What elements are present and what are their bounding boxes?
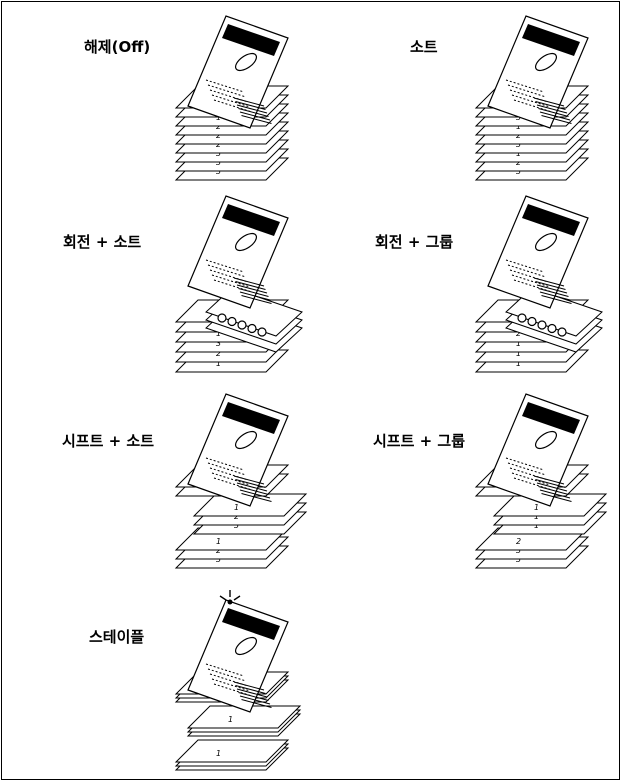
photo-band [222, 402, 280, 434]
sheet [186, 705, 302, 729]
front-page [187, 393, 289, 507]
thumbnail-mark [237, 320, 247, 330]
illustration-off: 333222111 [174, 15, 290, 181]
car-graphic [234, 636, 258, 656]
front-page [487, 393, 589, 507]
label-shift-group: 시프트 + 그룹 [373, 432, 466, 450]
page-number: 3 [216, 339, 221, 348]
front-page [487, 195, 589, 309]
label-rotate-group: 회전 + 그룹 [375, 233, 454, 251]
car-graphic [234, 430, 258, 450]
page-number: 1 [516, 339, 521, 348]
photo-band [222, 204, 280, 236]
page-number: 1 [516, 349, 521, 358]
thumbnail-mark [527, 316, 537, 327]
photo-band [522, 24, 580, 56]
page-number: 2 [216, 349, 221, 358]
car-graphic [534, 430, 558, 450]
page-number: 1 [216, 329, 221, 338]
illustration-shift-sort: 321321 [174, 393, 308, 569]
thumbnail-mark [537, 320, 547, 330]
illustration-rotate-group: 111233 [474, 195, 603, 373]
thumbnail-mark [227, 316, 237, 327]
page-number: 1 [228, 715, 233, 724]
thumbnail-mark [247, 323, 257, 334]
photo-band [522, 402, 580, 434]
sheet [174, 739, 290, 763]
page-number: 2 [516, 537, 521, 546]
page-number: 1 [234, 503, 239, 512]
photo-band [522, 204, 580, 236]
car-graphic [234, 232, 258, 252]
thumbnail-mark [547, 323, 557, 334]
illustration-shift-group: 332111 [474, 393, 608, 569]
thumbnail-mark [517, 313, 527, 323]
photo-band [222, 24, 280, 56]
front-page [187, 15, 289, 129]
photo-band [222, 608, 280, 640]
illustration-rotate-sort: 123123 [174, 195, 303, 373]
illustration-staple: 111 [174, 590, 302, 771]
car-graphic [534, 52, 558, 72]
front-page [187, 599, 289, 713]
staple-mark [219, 590, 241, 605]
illustration-sort: 321321321 [474, 15, 590, 181]
label-staple: 스테이플 [89, 628, 145, 646]
front-page [187, 195, 289, 309]
label-rotate-sort: 회전 + 소트 [63, 233, 142, 251]
page-number: 1 [216, 359, 221, 368]
page-number: 2 [516, 329, 521, 338]
page-number: 1 [216, 537, 221, 546]
thumbnail-mark [257, 327, 267, 337]
label-sort: 소트 [410, 38, 438, 56]
page-number: 1 [534, 503, 539, 512]
car-graphic [534, 232, 558, 252]
thumbnail-mark [557, 327, 567, 337]
page-number: 1 [216, 749, 221, 758]
label-off: 해제(Off) [84, 38, 151, 56]
car-graphic [234, 52, 258, 72]
page-number: 1 [516, 359, 521, 368]
label-shift-sort: 시프트 + 소트 [62, 432, 155, 450]
front-page [487, 15, 589, 129]
thumbnail-mark [217, 313, 227, 323]
